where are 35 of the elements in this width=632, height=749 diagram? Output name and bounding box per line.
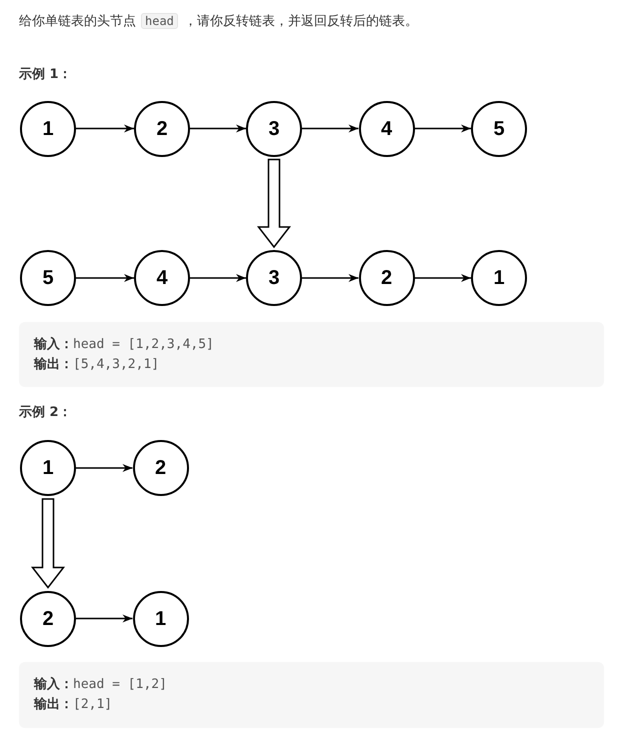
node-value: 2 [42, 608, 54, 628]
arrow [190, 124, 246, 132]
node-value: 3 [268, 118, 280, 138]
intro-text: ，请你反转链表，并返回反转后的链表。 [184, 14, 418, 29]
arrow [414, 124, 471, 132]
arrow [190, 274, 246, 282]
code-line: 输出：[2,1] [34, 696, 112, 714]
example-heading: 示例 1： [19, 66, 72, 84]
arrow [414, 274, 471, 282]
arrow [302, 274, 358, 282]
node-value: 1 [42, 458, 54, 478]
node-value: 3 [268, 268, 280, 288]
node-value: 5 [42, 268, 54, 288]
node-value: 2 [380, 268, 392, 288]
code-line: 输入：head = [1,2] [34, 676, 167, 694]
block-arrow [256, 158, 292, 248]
node-value: 1 [493, 268, 505, 288]
code-line: 输出：[5,4,3,2,1] [34, 356, 160, 374]
intro-text: 给你单链表的头节点 [19, 14, 136, 29]
block-arrow [30, 498, 66, 589]
arrow [76, 464, 132, 472]
inline-code: head [141, 13, 178, 29]
arrow [76, 614, 132, 622]
example-heading: 示例 2： [19, 404, 72, 422]
arrow [302, 124, 358, 132]
node-value: 4 [156, 268, 168, 288]
node-value: 4 [380, 118, 392, 138]
code-line: 输入：head = [1,2,3,4,5] [34, 336, 214, 354]
arrow [76, 124, 134, 132]
node-value: 1 [154, 608, 166, 628]
arrow [76, 274, 134, 282]
node-value: 1 [42, 118, 54, 138]
node-value: 2 [156, 118, 168, 138]
node-value: 5 [493, 118, 505, 138]
node-value: 2 [154, 458, 166, 478]
